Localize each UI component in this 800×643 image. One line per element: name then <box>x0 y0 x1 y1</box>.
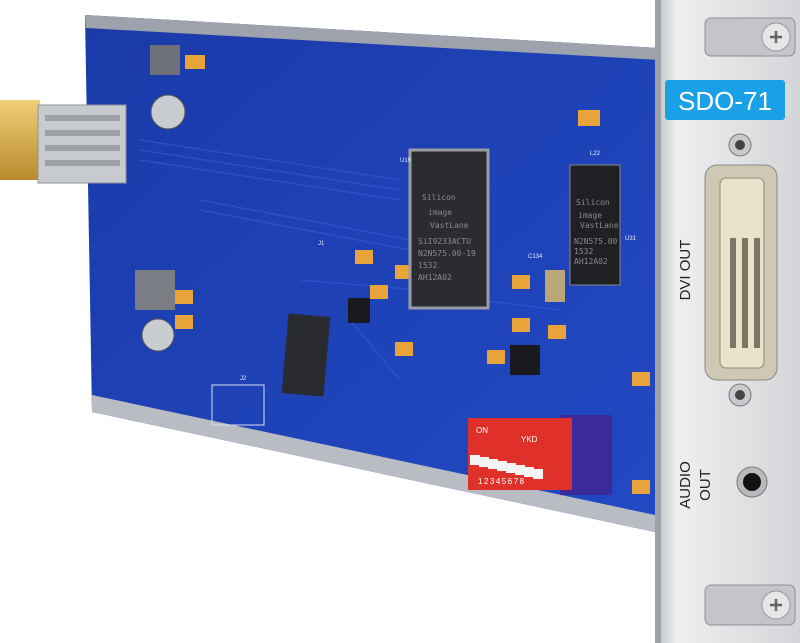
dip-brand: YKD <box>521 435 538 444</box>
main-chip: Silicon image VastLane SiI9233ACTU N2N57… <box>408 148 490 310</box>
chip-code: AH12A02 <box>418 273 452 282</box>
chip-date: 1532 <box>418 261 437 270</box>
silkscreen-u31: U31 <box>625 236 637 242</box>
board-top-rail <box>85 15 660 60</box>
dip-levers[interactable] <box>470 455 543 479</box>
model-label-bg <box>665 80 785 120</box>
silkscreen-c134: C134 <box>528 254 543 260</box>
top-thumbscrew[interactable] <box>704 17 796 57</box>
circuit-board <box>85 15 660 532</box>
silkscreen-j1: J1 <box>318 241 325 247</box>
audio-jack[interactable] <box>736 466 768 498</box>
dvi-out-label: DVI OUT <box>677 240 694 301</box>
silkscreen-j2: J2 <box>240 376 247 382</box>
bottom-thumbscrew[interactable] <box>704 584 796 626</box>
audio-label-line2: OUT <box>697 469 714 501</box>
chip-brand: Silicon <box>422 193 456 202</box>
dip-numbers: 12345678 <box>478 477 526 486</box>
chip-brand: Silicon <box>576 198 610 207</box>
board-bottom-rail <box>92 395 655 532</box>
small-ic <box>281 313 331 397</box>
chip-lot: N2N575.00-19 <box>418 249 476 258</box>
model-label: SDO-71 <box>678 86 772 116</box>
audio-label-line1: AUDIO <box>677 461 694 509</box>
gold-connector <box>0 100 127 184</box>
chip-lot: N2N575.00 <box>574 237 618 246</box>
chip-code: AH12A02 <box>574 257 608 266</box>
chip-brand3: VastLane <box>430 221 469 230</box>
silkscreen-l22: L22 <box>590 151 601 157</box>
dip-switch[interactable]: ON YKD 12345678 <box>468 415 612 495</box>
phillips-icon <box>770 31 782 43</box>
faceplate: SDO-71 DVI OUT AUDIO OUT <box>655 0 800 643</box>
phillips-icon <box>770 599 782 611</box>
chip-brand2: image <box>428 208 452 217</box>
dvi-port[interactable] <box>704 133 778 407</box>
chip-part: SiI9233ACTU <box>418 237 471 246</box>
secondary-chip: Silicon image VastLane N2N575.00 1532 AH… <box>569 164 621 286</box>
silkscreen-u19: U19 <box>400 158 412 164</box>
dip-on-label: ON <box>476 426 488 435</box>
chip-brand3: VastLane <box>580 221 619 230</box>
chip-date: 1532 <box>574 247 593 256</box>
chip-brand2: image <box>578 211 602 220</box>
